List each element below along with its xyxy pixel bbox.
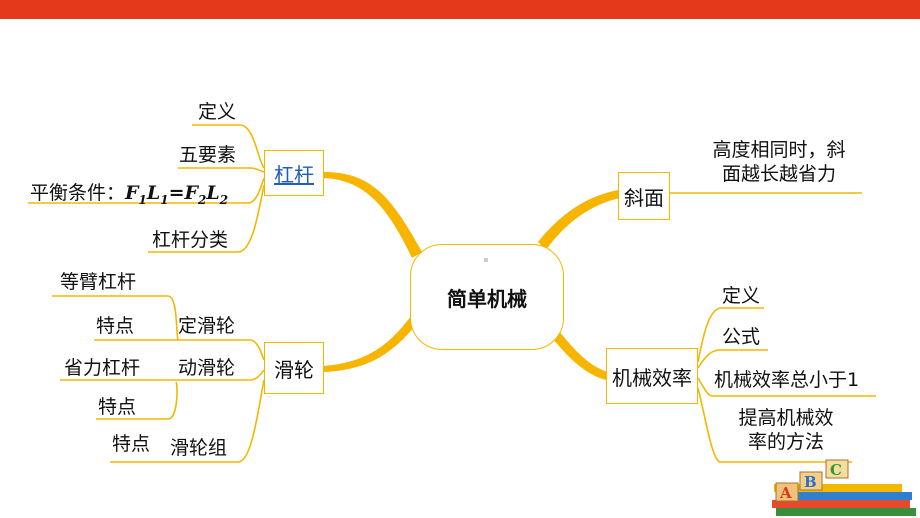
lever-item-classification: 杠杆分类 <box>152 229 229 251</box>
letter-a: A <box>779 484 792 502</box>
lever-item-definition: 定义 <box>198 101 237 123</box>
letter-c: C <box>830 461 842 479</box>
movable-pulley-child-2: 特点 <box>98 396 137 418</box>
pulley-block-label: 滑轮组 <box>170 437 228 459</box>
incline-note-line-2: 面越长越省力 <box>721 163 836 185</box>
central-topic: 简单机械 <box>410 244 564 350</box>
abc-books-decoration: A B C <box>772 459 916 516</box>
efficiency-item-less-than-one: 机械效率总小于1 <box>714 369 860 391</box>
efficiency-item-formula: 公式 <box>722 326 761 348</box>
movable-pulley-label: 动滑轮 <box>178 357 236 379</box>
letter-b: B <box>804 473 817 491</box>
central-topic-label: 简单机械 <box>447 286 527 311</box>
incline-note-line-1: 高度相同时，斜 <box>712 139 846 161</box>
movable-pulley-child-1: 省力杠杆 <box>64 357 141 379</box>
balance-condition-label: 平衡条件： <box>30 182 126 204</box>
incline-label: 斜面 <box>624 185 664 210</box>
pulley-block-child-1: 特点 <box>112 433 151 455</box>
efficiency-node: 机械效率 <box>606 348 698 404</box>
efficiency-label: 机械效率 <box>612 365 692 390</box>
efficiency-improve-line-2: 率的方法 <box>747 431 824 453</box>
efficiency-item-definition: 定义 <box>722 285 761 307</box>
efficiency-improve-line-1: 提高机械效 <box>738 407 834 429</box>
efficiency-item-improve: 提高机械效 率的方法 <box>722 406 850 454</box>
lever-node[interactable]: 杠杆 <box>264 150 324 196</box>
pulley-label: 滑轮 <box>274 357 314 382</box>
pulley-node: 滑轮 <box>264 342 324 394</box>
incline-note: 高度相同时，斜 面越长越省力 <box>694 138 864 186</box>
lever-item-balance: 平衡条件：F1L1=F2L2 <box>30 181 228 212</box>
balance-formula: F1L1=F2L2 <box>125 182 229 207</box>
fixed-pulley-child-1: 等臂杠杆 <box>60 271 137 293</box>
lever-item-elements: 五要素 <box>179 144 237 166</box>
center-marker <box>484 258 488 262</box>
lever-link[interactable]: 杠杆 <box>274 162 314 187</box>
fixed-pulley-child-2: 特点 <box>96 315 135 337</box>
top-accent-bar <box>0 0 920 19</box>
fixed-pulley-label: 定滑轮 <box>178 315 236 337</box>
incline-node: 斜面 <box>618 172 670 220</box>
